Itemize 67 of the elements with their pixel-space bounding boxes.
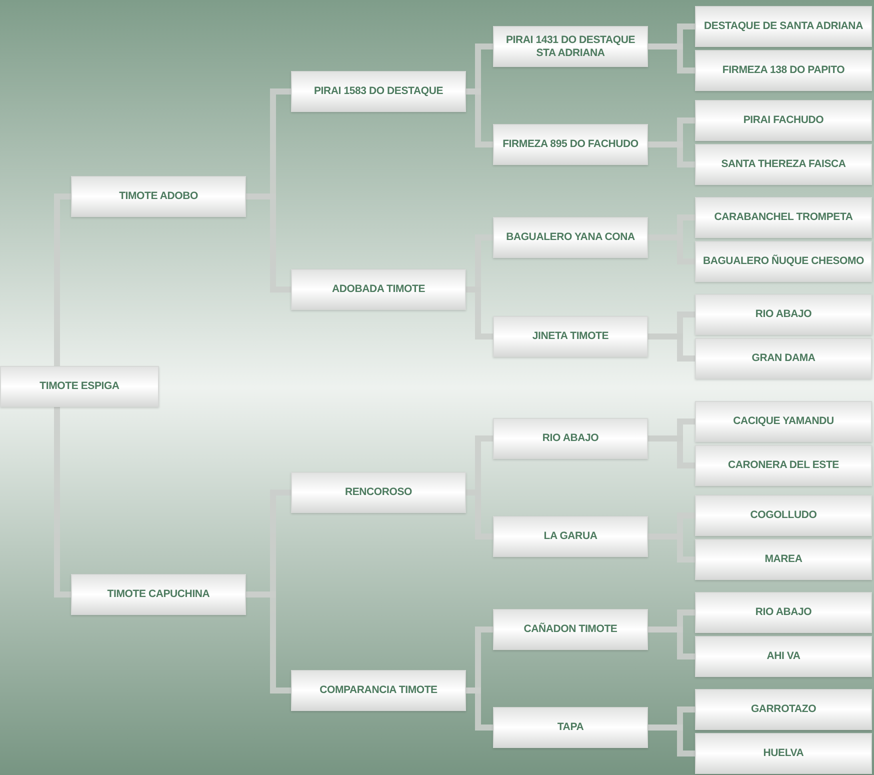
horse-name: MAREA <box>764 553 802 566</box>
pedigree-box <box>695 733 872 774</box>
horse-name: JINETA TIMOTE <box>532 330 609 343</box>
horse-name: DESTAQUE DE SANTA ADRIANA <box>704 20 863 33</box>
horse-name: GRAN DAMA <box>752 352 816 365</box>
horse-name: CARABANCHEL TROMPETA <box>714 211 853 224</box>
pedigree-box <box>695 689 872 730</box>
pedigree-box <box>695 6 872 47</box>
horse-name: COMPARANCIA TIMOTE <box>320 684 438 697</box>
horse-name: FIRMEZA 138 DO PAPITO <box>722 64 845 77</box>
horse-name: BAGUALERO YANA CONA <box>506 231 635 244</box>
horse-name: RIO ABAJO <box>755 308 812 321</box>
connector-line <box>466 688 493 730</box>
horse-name: PIRAI 1583 DO DESTAQUE <box>314 85 444 98</box>
pedigree-box <box>493 26 648 67</box>
horse-name: AHI VA <box>766 650 800 663</box>
pedigree-box <box>695 144 872 185</box>
pedigree-box <box>695 294 872 335</box>
pedigree-box <box>493 609 648 650</box>
pedigree-box <box>71 176 246 217</box>
horse-name: BAGUALERO ÑUQUE CHESOMO <box>702 255 864 268</box>
pedigree-box <box>695 445 872 486</box>
horse-name: RIO ABAJO <box>542 432 599 445</box>
pedigree-box <box>493 516 648 557</box>
pedigree-box <box>291 472 466 513</box>
pedigree-box <box>493 316 648 357</box>
horse-name: PIRAI 1431 DO DESTAQUE STA ADRIANA <box>504 34 636 60</box>
pedigree-box <box>695 401 872 442</box>
horse-name: TIMOTE ESPIGA <box>40 380 120 393</box>
pedigree-box <box>493 707 648 748</box>
pedigree-box <box>291 71 466 112</box>
horse-name: FIRMEZA 895 DO FACHUDO <box>502 138 638 151</box>
pedigree-box <box>695 100 872 141</box>
connector-line <box>54 194 71 366</box>
horse-name: CARONERA DEL ESTE <box>728 459 839 472</box>
pedigree-box <box>493 217 648 258</box>
horse-name: COGOLLUDO <box>750 509 817 522</box>
pedigree-box <box>291 670 466 711</box>
horse-name: CACIQUE YAMANDU <box>733 415 834 428</box>
horse-name: SANTA THEREZA FAISCA <box>721 158 846 171</box>
pedigree-box <box>493 124 648 165</box>
pedigree-box <box>71 574 246 615</box>
pedigree-box <box>695 197 872 238</box>
horse-name: HUELVA <box>763 747 804 760</box>
pedigree-box <box>291 269 466 310</box>
connector-line <box>54 407 71 598</box>
pedigree-box <box>695 338 872 379</box>
horse-name: PIRAI FACHUDO <box>743 114 824 127</box>
pedigree-box <box>493 418 648 459</box>
pedigree-box <box>695 592 872 633</box>
pedigree-box <box>695 50 872 91</box>
horse-name: GARROTAZO <box>750 703 816 716</box>
horse-name: LA GARUA <box>544 530 598 543</box>
horse-name: RENCOROSO <box>344 486 412 499</box>
pedigree-box <box>695 539 872 580</box>
connector-line <box>648 724 695 756</box>
pedigree-box <box>695 636 872 677</box>
pedigree-box <box>695 495 872 536</box>
connector-line <box>648 44 695 74</box>
horse-name: CAÑADON TIMOTE <box>524 623 618 636</box>
horse-name: TIMOTE ADOBO <box>119 190 198 203</box>
horse-name: TIMOTE CAPUCHINA <box>107 588 210 601</box>
horse-name: ADOBADA TIMOTE <box>332 283 426 296</box>
pedigree-box <box>0 366 159 407</box>
horse-name: RIO ABAJO <box>755 606 812 619</box>
horse-name: TAPA <box>557 721 584 734</box>
pedigree-box <box>695 241 872 282</box>
